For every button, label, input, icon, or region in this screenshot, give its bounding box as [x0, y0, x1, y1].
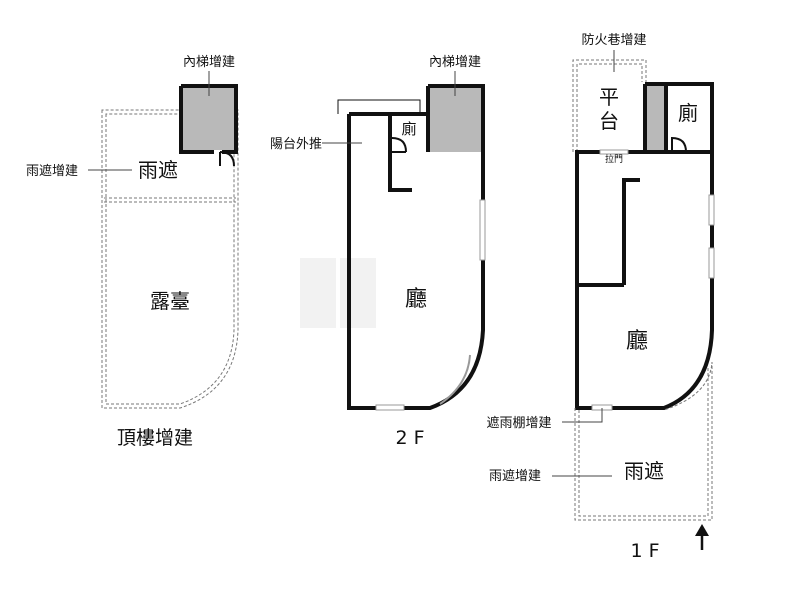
second-hall-room: 廳	[405, 287, 427, 312]
second-stair-annotation: 內梯增建	[429, 55, 481, 70]
roof-plan: 內梯增建 雨遮增建 雨遮 露臺 頂樓增建	[26, 55, 239, 449]
first-firelane-annotation: 防火巷增建	[581, 32, 646, 48]
first-floor-plan: 防火巷增建 平 台 廁 拉門 廳 遮雨棚增建 雨遮增建 雨遮 1 F	[486, 32, 715, 562]
roof-canopy-room: 雨遮	[138, 158, 178, 182]
roof-dashed-outline	[101, 109, 239, 409]
second-stair-addition	[428, 86, 483, 152]
first-firelane-outline	[572, 59, 647, 152]
arrow-up-icon	[695, 524, 709, 550]
roof-canopy-annotation: 雨遮增建	[26, 163, 78, 179]
second-floor-plan: 內梯增建 陽台外推 廁 廳 2 F	[270, 55, 486, 449]
first-sliding-door: 拉門	[605, 153, 623, 165]
first-outer-wall	[575, 150, 714, 410]
first-toilet-room: 廁	[678, 101, 698, 125]
first-stair-addition	[645, 84, 665, 152]
first-hall-room: 廳	[626, 329, 648, 354]
first-platform-room-top: 平	[599, 85, 619, 109]
second-toilet-room: 廁	[401, 120, 416, 138]
second-floor-label: 2 F	[395, 427, 424, 449]
roof-floor-label: 頂樓增建	[117, 427, 193, 449]
first-rain-shed-annotation: 遮雨棚增建	[486, 415, 551, 431]
roof-terrace-room: 露臺	[150, 289, 190, 313]
first-platform-room-bottom: 台	[599, 109, 619, 133]
second-outer-wall	[347, 114, 485, 410]
first-canopy-outline	[574, 361, 713, 521]
watermark	[300, 258, 376, 328]
second-balcony-annotation: 陽台外推	[270, 137, 322, 152]
first-canopy-annotation: 雨遮增建	[489, 468, 541, 484]
first-floor-label: 1 F	[630, 540, 659, 562]
roof-stair-annotation: 內梯增建	[183, 55, 235, 70]
first-canopy-room: 雨遮	[624, 459, 664, 483]
roof-stair-addition	[181, 86, 236, 150]
